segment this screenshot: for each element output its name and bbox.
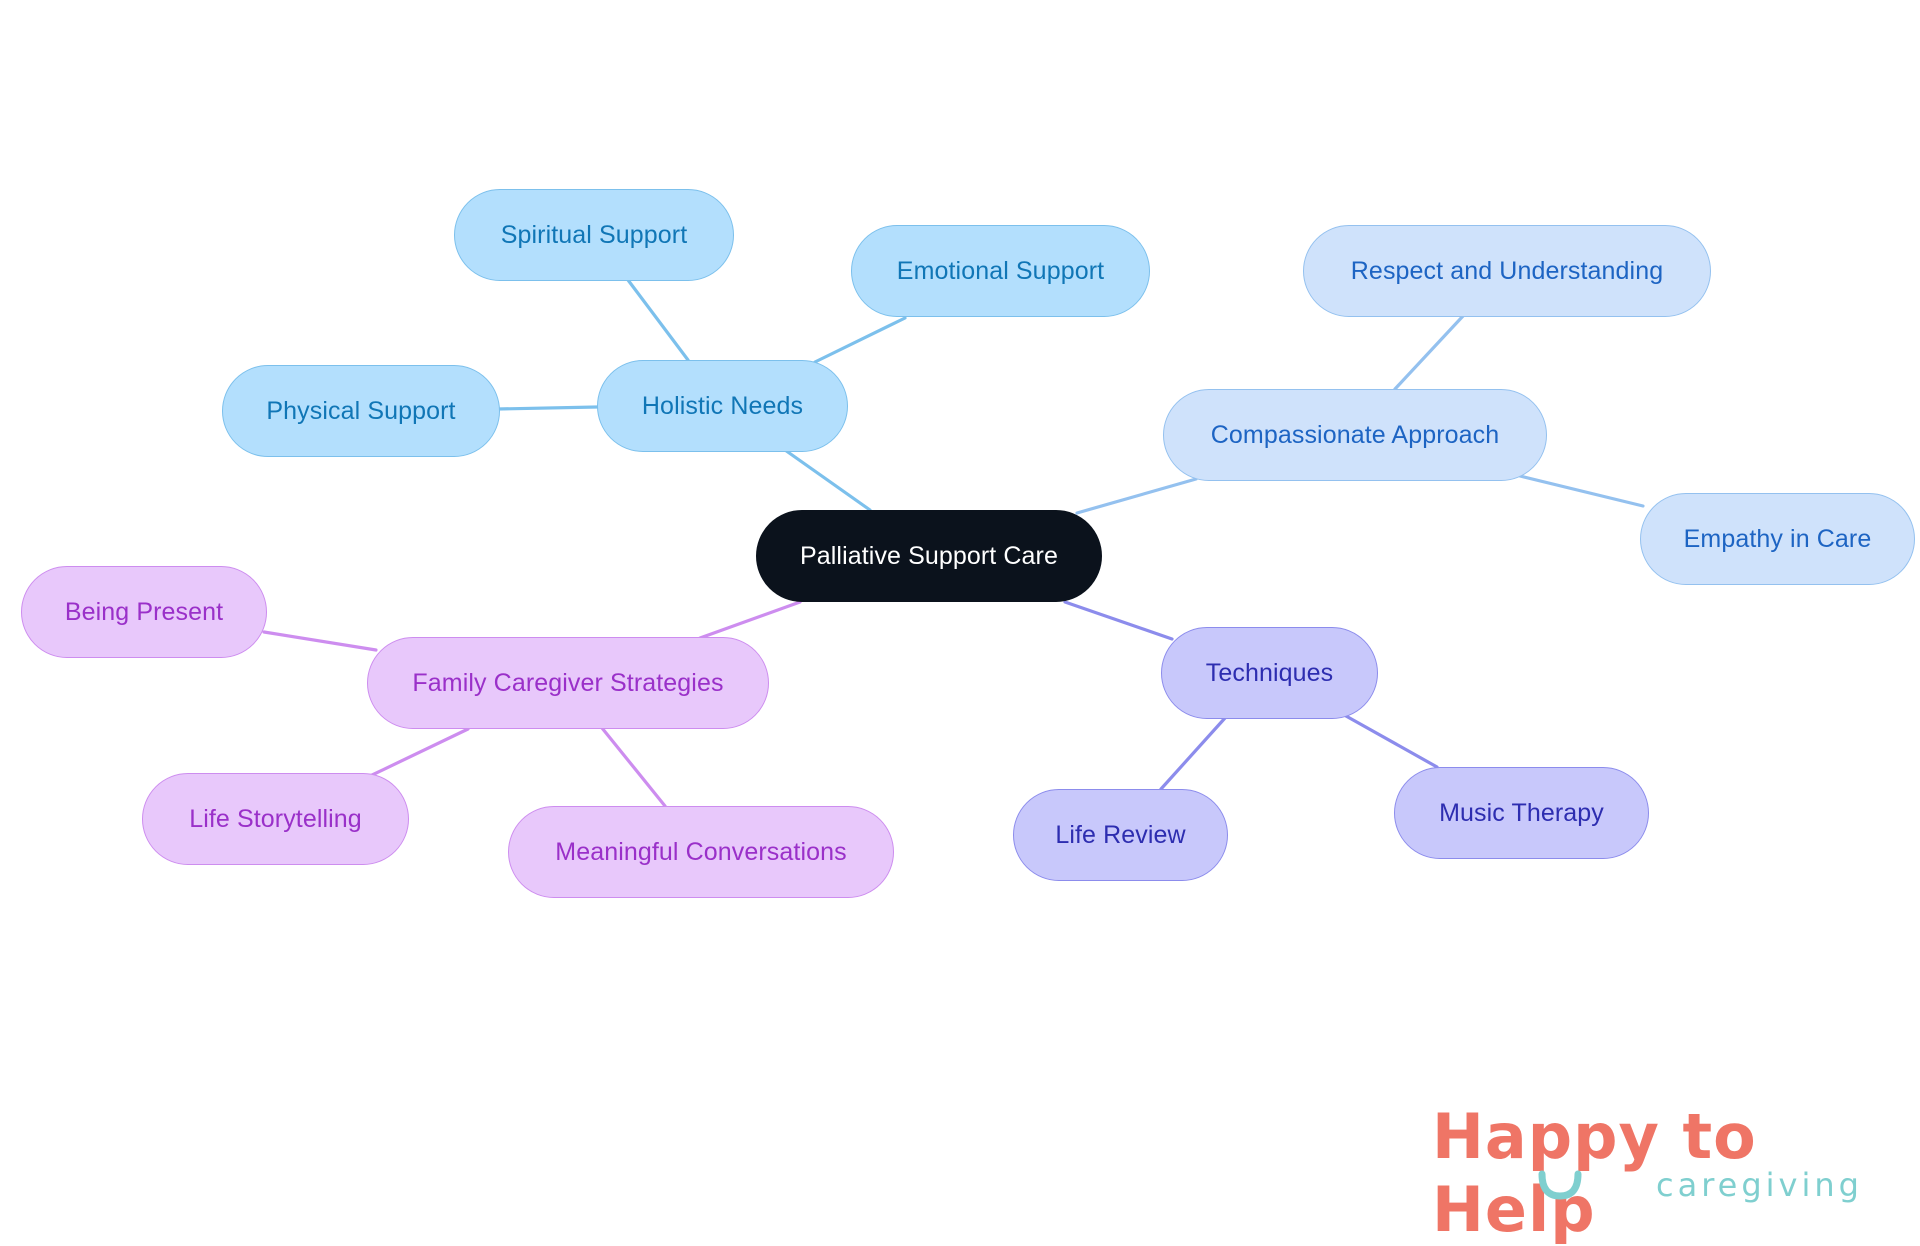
node-emotional-support[interactable]: Emotional Support (851, 225, 1150, 317)
edge-root-techniques (1063, 600, 1174, 641)
mind-map-canvas: Palliative Support Care Holistic Needs S… (21, 189, 1915, 898)
node-family-caregiver-strategies[interactable]: Family Caregiver Strategies (367, 637, 769, 729)
node-life-storytelling[interactable]: Life Storytelling (142, 773, 409, 865)
node-holistic-needs[interactable]: Holistic Needs (597, 360, 848, 452)
node-physical-support[interactable]: Physical Support (222, 365, 500, 457)
edge-family-present (262, 630, 378, 652)
node-meaningful-conversations[interactable]: Meaningful Conversations (508, 806, 894, 898)
edge-holistic-emotional (813, 316, 907, 364)
logo-title: Happy to Help (1432, 1100, 1757, 1246)
edge-compassion-respect (1393, 314, 1465, 391)
node-respect-and-understanding[interactable]: Respect and Understanding (1303, 225, 1711, 317)
node-techniques[interactable]: Techniques (1161, 627, 1378, 719)
edge-root-family (698, 600, 802, 640)
node-life-review[interactable]: Life Review (1013, 789, 1228, 881)
happy-to-help-logo: Happy to Help caregiving (1420, 1100, 1900, 1246)
node-music-therapy[interactable]: Music Therapy (1394, 767, 1649, 859)
node-being-present[interactable]: Being Present (21, 566, 267, 658)
node-spiritual-support[interactable]: Spiritual Support (454, 189, 734, 281)
smile-icon (1538, 1170, 1582, 1200)
root-node[interactable]: Palliative Support Care (756, 510, 1102, 602)
edge-holistic-spiritual (626, 278, 690, 362)
edge-holistic-physical (496, 405, 599, 411)
edge-techniques-music (1344, 714, 1439, 769)
connector-lines (262, 278, 1645, 808)
edge-root-holistic (783, 448, 872, 512)
node-empathy-in-care[interactable]: Empathy in Care (1640, 493, 1915, 585)
edge-techniques-lifereview (1159, 716, 1227, 791)
edge-compassion-empathy (1518, 474, 1645, 508)
logo-subtitle: caregiving (1656, 1166, 1863, 1204)
edge-root-compassion (1075, 477, 1198, 515)
node-compassionate-approach[interactable]: Compassionate Approach (1163, 389, 1547, 481)
edge-family-story (368, 727, 470, 778)
edge-family-conversations (600, 726, 667, 808)
